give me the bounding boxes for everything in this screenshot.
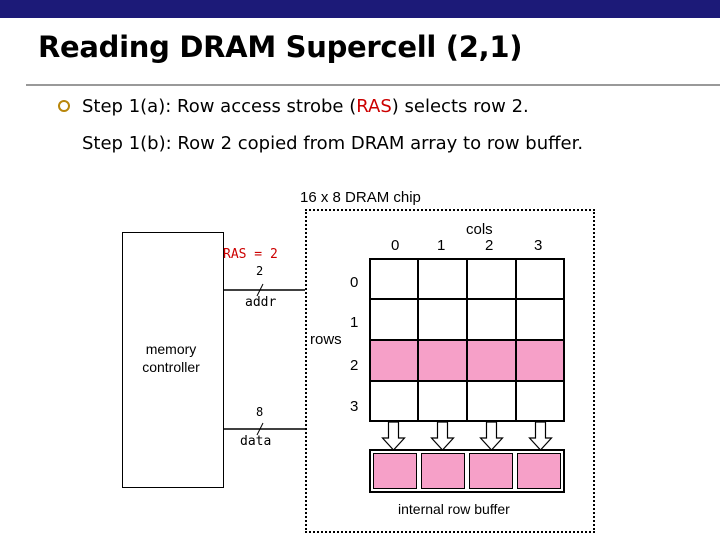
dram-cell-0-0 [369, 258, 418, 299]
data-bus-slash [256, 422, 264, 436]
copy-arrow-1 [430, 421, 455, 451]
dram-cell-1-2 [467, 299, 516, 340]
step-1b-text: Step 1(b): Row 2 copied from DRAM array … [82, 133, 584, 154]
chip-label: 16 x 8 DRAM chip [300, 189, 421, 206]
row-index-2: 2 [350, 357, 359, 374]
copy-arrow-2 [479, 421, 504, 451]
dram-cell-0-2 [467, 258, 516, 299]
row-buffer-label: internal row buffer [398, 501, 510, 517]
copy-arrow-3 [528, 421, 553, 451]
row-index-1: 1 [350, 314, 359, 331]
row-buffer-cell-3 [517, 453, 561, 489]
memory-controller-label-2: controller [142, 359, 200, 375]
memory-controller [122, 232, 224, 488]
rows-label: rows [310, 331, 342, 348]
bullet-icon [58, 100, 70, 112]
row-index-0: 0 [350, 274, 359, 291]
step-1a-prefix: Step 1(a): Row access strobe ( [82, 96, 357, 117]
addr-label: addr [245, 295, 277, 310]
dram-cell-1-0 [369, 299, 418, 340]
col-index-0: 0 [391, 237, 400, 254]
row-buffer-cell-0 [373, 453, 417, 489]
col-index-1: 1 [437, 237, 446, 254]
dram-cell-2-0 [369, 340, 418, 381]
title-divider [26, 84, 720, 86]
step-1a-text: Step 1(a): Row access strobe (RAS) selec… [82, 96, 529, 117]
col-index-2: 2 [485, 237, 494, 254]
col-index-3: 3 [534, 237, 543, 254]
step-1a-suffix: ) selects row 2. [391, 96, 529, 117]
data-label: data [240, 434, 272, 449]
dram-cell-2-3 [516, 340, 565, 381]
row-index-3: 3 [350, 398, 359, 415]
addr-bus-slash [256, 283, 264, 297]
dram-array-outline [369, 258, 565, 422]
ras-label: RAS = 2 [223, 247, 278, 262]
addr-bus-width: 2 [256, 264, 264, 278]
dram-cell-3-0 [369, 381, 418, 422]
dram-cell-1-3 [516, 299, 565, 340]
cols-label: cols [466, 221, 493, 238]
dram-chip [305, 209, 595, 533]
header-bar [0, 0, 720, 18]
row-buffer-cell-1 [421, 453, 465, 489]
memory-controller-label-1: memory [145, 341, 197, 357]
copy-arrow-0 [381, 421, 406, 451]
dram-cell-2-2 [467, 340, 516, 381]
row-buffer-cell-2 [469, 453, 513, 489]
dram-cell-1-1 [418, 299, 467, 340]
slide-title: Reading DRAM Supercell (2,1) [38, 30, 523, 64]
dram-cell-3-2 [467, 381, 516, 422]
data-bus-width: 8 [256, 405, 264, 419]
dram-cell-2-1 [418, 340, 467, 381]
ras-emphasis: RAS [356, 96, 392, 117]
dram-cell-0-3 [516, 258, 565, 299]
